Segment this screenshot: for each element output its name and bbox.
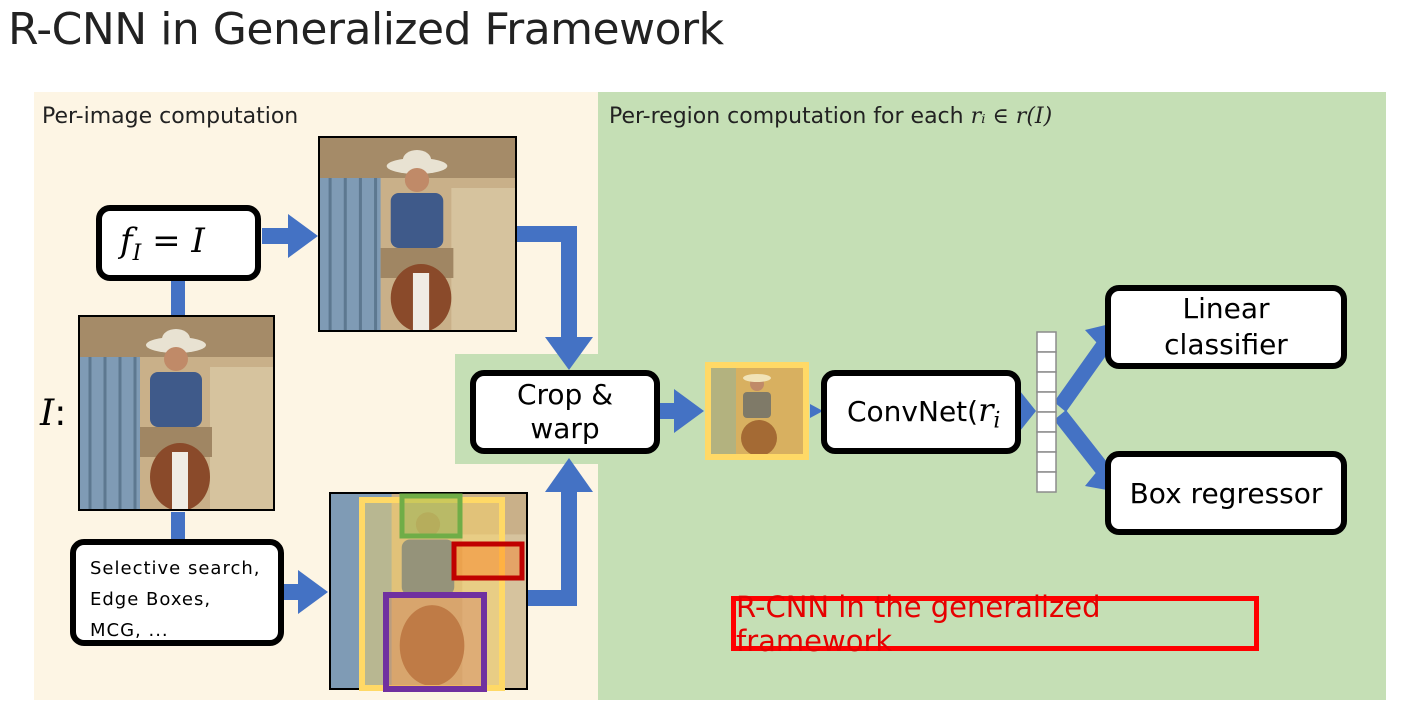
input-image [78, 315, 275, 511]
crop-warp-box: Crop & warp [470, 370, 660, 454]
box-regressor-label: Box regressor [1129, 476, 1323, 510]
convnet-box: ConvNet(ri [821, 370, 1021, 454]
proposal-method-2: Edge Boxes, [90, 589, 212, 610]
feature-map-image [318, 136, 517, 332]
linear-classifier-box: Linear classifier [1105, 285, 1347, 369]
input-image-colon: : [54, 393, 67, 434]
proposal-purple [383, 592, 487, 692]
input-image-label: I: [40, 392, 66, 434]
cowboy-photo-copy [320, 138, 515, 330]
cowboy-photo [80, 317, 273, 509]
feature-function-rest: = I [141, 220, 205, 261]
feature-function-subscript: I [132, 240, 142, 266]
feature-function-formula: fI = I [120, 221, 205, 266]
per-region-label: Per-region computation for each rᵢ ∈ r(I… [609, 104, 1052, 129]
convnet-var: r [978, 390, 994, 429]
crop-warp-line-2: warp [530, 412, 600, 445]
per-region-label-math: rᵢ ∈ r(I) [970, 104, 1053, 129]
warped-region-photo [711, 368, 803, 454]
proposal-methods-box: Selective search, Edge Boxes, MCG, ... [70, 539, 284, 646]
convnet-label: ConvNet(ri [847, 391, 1000, 434]
linear-classifier-line-1: Linear [1182, 292, 1270, 325]
feature-function-box: fI = I [96, 205, 261, 281]
crop-warp-line-1: Crop & [516, 378, 614, 411]
proposal-red [451, 541, 525, 581]
slide-title: R-CNN in Generalized Framework [8, 4, 724, 55]
proposal-green [399, 493, 463, 539]
framework-callout: R-CNN in the generalized framework [731, 590, 1259, 658]
linear-classifier-line-2: classifier [1164, 328, 1288, 361]
proposal-method-1: Selective search, [90, 558, 261, 579]
feature-function-symbol: f [120, 220, 133, 261]
box-regressor-box: Box regressor [1105, 451, 1347, 535]
per-region-label-text: Per-region computation for each [609, 104, 971, 129]
convnet-prefix: ConvNet( [847, 394, 979, 428]
proposal-method-3: MCG, ... [90, 620, 169, 641]
warped-region-image [705, 362, 809, 460]
convnet-subscript: i [993, 408, 1001, 434]
input-image-var: I [40, 393, 55, 434]
per-image-label: Per-image computation [42, 104, 299, 129]
